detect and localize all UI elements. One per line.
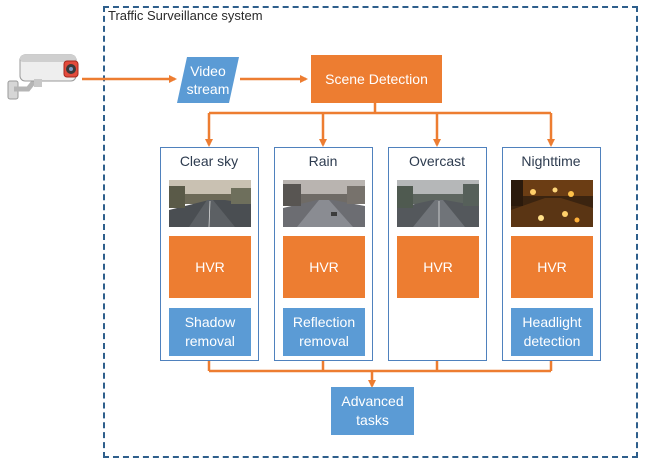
hvr-box-clear-sky: HVR	[169, 236, 251, 298]
system-boundary	[103, 6, 638, 458]
task-box-reflection-removal: Reflection removal	[283, 308, 365, 356]
night-road-photo	[511, 180, 593, 227]
scene-column-overcast: Overcast HVR	[388, 147, 487, 361]
scene-title-overcast: Overcast	[408, 153, 465, 169]
task-box-shadow-removal: Shadow removal	[169, 308, 251, 356]
scene-title-clear-sky: Clear sky	[179, 153, 239, 169]
security-camera-icon	[6, 45, 82, 101]
scene-title-nighttime: Nighttime	[521, 153, 581, 169]
hvr-box-nighttime: HVR	[511, 236, 593, 298]
daytime-road-photo	[169, 180, 251, 228]
scene-column-rain: Rain HVR Reflection removal	[274, 147, 373, 361]
task-box-headlight-detection: Headlight detection	[511, 308, 593, 356]
scene-title-rain: Rain	[308, 153, 338, 169]
hvr-box-rain: HVR	[283, 236, 365, 298]
scene-column-nighttime: Nighttime HVR Headlight detection	[502, 147, 601, 361]
video-stream-node: Video stream	[177, 57, 239, 103]
rainy-road-photo	[283, 180, 365, 227]
hvr-box-overcast: HVR	[397, 236, 479, 298]
advanced-tasks-node: Advanced tasks	[331, 387, 414, 435]
overcast-road-photo	[397, 180, 479, 227]
video-stream-label: Video stream	[186, 63, 230, 97]
scene-column-clear-sky: Clear sky HVR Shadow removal	[160, 147, 259, 361]
scene-detection-node: Scene Detection	[311, 55, 442, 103]
system-title: Traffic Surveillance system	[108, 8, 263, 23]
